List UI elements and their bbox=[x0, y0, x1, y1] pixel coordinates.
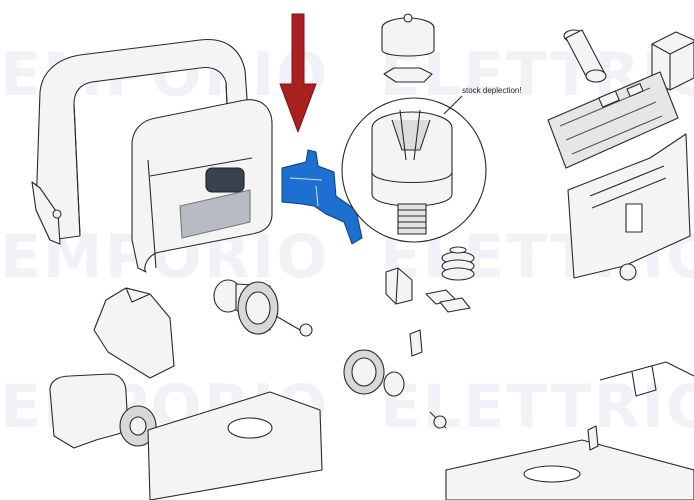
highlighted-bracket bbox=[281, 149, 363, 245]
clip bbox=[409, 329, 423, 357]
inner-cover bbox=[131, 99, 273, 273]
drive-gear bbox=[213, 279, 313, 337]
callout-line bbox=[443, 95, 463, 115]
base-frame bbox=[147, 391, 323, 500]
pinion-gear bbox=[343, 349, 447, 429]
lower-housing bbox=[49, 373, 157, 449]
capacitor bbox=[563, 29, 607, 83]
zoom-detail-circle bbox=[341, 97, 487, 243]
motor-cap bbox=[381, 13, 435, 57]
motor-plate bbox=[383, 67, 433, 83]
left-housing bbox=[93, 287, 175, 379]
callout-label: stock deplection! bbox=[462, 86, 522, 95]
gate-base-plate bbox=[445, 425, 694, 500]
mounting-plate bbox=[567, 133, 691, 281]
spacer-rings bbox=[441, 246, 475, 281]
control-board bbox=[547, 71, 679, 169]
limit-switch bbox=[385, 267, 471, 313]
rail-bracket bbox=[599, 361, 694, 397]
pointer-arrow bbox=[279, 13, 317, 133]
